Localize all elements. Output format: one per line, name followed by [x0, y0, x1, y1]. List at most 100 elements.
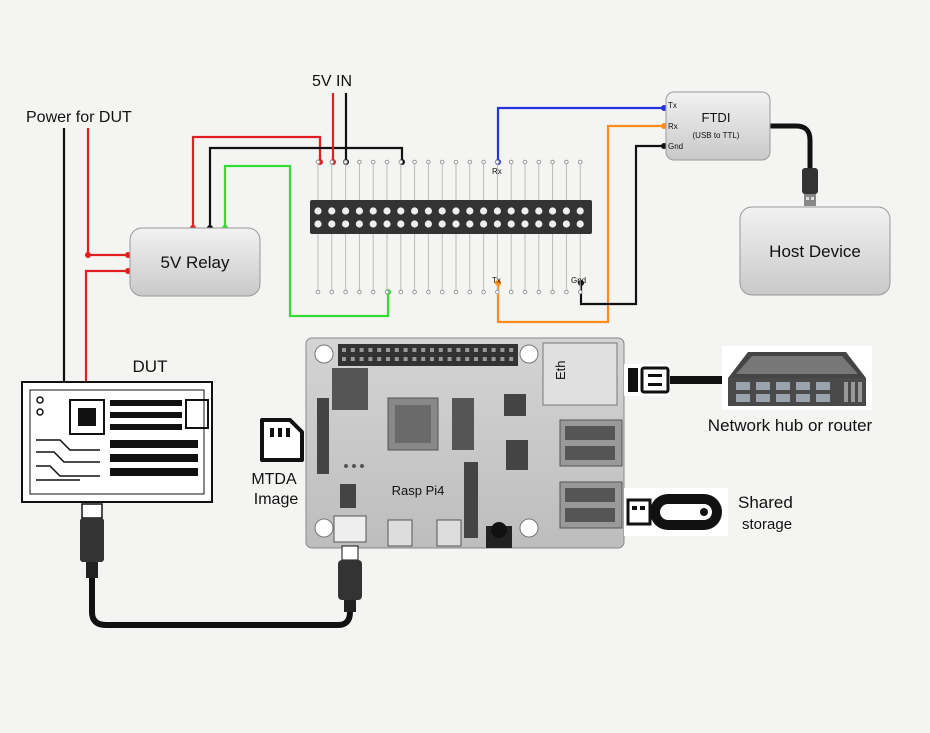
pi-pin — [509, 348, 514, 352]
pi-pin — [394, 348, 399, 352]
pi-pin — [491, 348, 496, 352]
eth-label: Eth — [553, 360, 568, 380]
pi-pin — [421, 357, 426, 361]
gpio-pin — [549, 207, 557, 215]
gpio-pin — [438, 207, 446, 215]
gpio-pin — [424, 220, 432, 228]
relay-box: 5V Relay — [129, 227, 261, 297]
ftdi-rx-label: Rx — [668, 122, 678, 131]
ethernet-plug-icon — [624, 364, 670, 396]
hub-port — [796, 394, 810, 402]
gpio-pin — [411, 220, 419, 228]
pi-pin — [509, 357, 514, 361]
gpio-pin — [438, 220, 446, 228]
gpio-pin — [411, 207, 419, 215]
pi-pin — [482, 348, 487, 352]
gpio-pin — [328, 207, 336, 215]
pi-pin — [342, 348, 346, 352]
gpio-pin — [576, 207, 584, 215]
gpio-pin — [314, 220, 322, 228]
wire-dut-usb-pi — [89, 575, 353, 628]
raspberry-pi-board: Eth Rasp Pi4 — [305, 337, 625, 549]
ftdi-subtitle: (USB to TTL) — [693, 131, 740, 140]
usb-plug-icon — [802, 168, 818, 206]
gpio-pin — [452, 207, 460, 215]
pi-pin — [491, 357, 496, 361]
wire-relay-to-dut-red — [84, 269, 128, 385]
hub-port — [796, 382, 810, 390]
usb-plug-icon — [338, 545, 362, 612]
ftdi-box: FTDI (USB to TTL) Tx Rx Gnd — [665, 91, 771, 161]
pi-pin — [350, 348, 355, 352]
pi-pin — [386, 348, 390, 352]
gpio-pin — [480, 207, 488, 215]
gpio-pin — [397, 220, 405, 228]
usb-plug-icon — [80, 503, 104, 578]
five-v-in-label: 5V IN — [312, 73, 352, 90]
gpio-tx-label: Tx — [492, 276, 501, 285]
gpio-pin — [383, 207, 391, 215]
pi-pin — [350, 357, 355, 361]
wires — [62, 93, 813, 628]
dut-label: DUT — [133, 357, 168, 376]
pi-pin — [386, 357, 390, 361]
mtda-label-line2: Image — [254, 491, 299, 508]
wire-blue-rx — [496, 106, 664, 162]
pi-pin — [482, 357, 487, 361]
network-hub-icon — [722, 346, 872, 410]
pi-pin — [403, 357, 408, 361]
circuit-board-icon — [21, 381, 213, 503]
host-device-label: Host Device — [769, 242, 861, 261]
gpio-pin — [328, 220, 336, 228]
pi-pin — [421, 348, 426, 352]
gpio-pin — [480, 220, 488, 228]
gpio-header: Rx Tx Gnd — [310, 159, 592, 295]
gpio-pin — [535, 207, 543, 215]
gpio-pin — [521, 207, 529, 215]
pi-pin — [359, 348, 364, 352]
gpio-pin — [507, 207, 515, 215]
pi-pin — [456, 357, 461, 361]
hub-port — [816, 394, 830, 402]
pi-pin — [500, 348, 505, 352]
pi-pin — [377, 348, 382, 352]
hub-port — [776, 382, 790, 390]
hub-port — [736, 382, 750, 390]
gpio-gnd-label: Gnd — [571, 276, 586, 285]
ftdi-tx-label: Tx — [668, 101, 677, 110]
hub-port — [756, 394, 770, 402]
wire-ftdi-host-usb — [770, 123, 813, 172]
gpio-pin — [549, 220, 557, 228]
pi-pin — [412, 357, 417, 361]
pi-pin — [474, 357, 478, 361]
pi-pin — [412, 348, 417, 352]
pi-pin — [359, 357, 364, 361]
gpio-pin — [493, 220, 501, 228]
wire-dut-power-red-in — [86, 128, 128, 257]
pi-pin — [430, 357, 434, 361]
pi-pin — [447, 357, 452, 361]
gpio-pin — [576, 220, 584, 228]
gpio-pin — [342, 207, 350, 215]
pi-pin — [368, 348, 373, 352]
pi-pin — [377, 357, 382, 361]
gpio-pin — [452, 220, 460, 228]
pi-pin — [456, 348, 461, 352]
pi-pin — [394, 357, 399, 361]
network-hub-label: Network hub or router — [708, 416, 873, 435]
pi-pin — [500, 357, 505, 361]
wire-green-relay-header — [223, 164, 390, 318]
wire-red-relay-header — [191, 135, 322, 228]
pi-pin — [474, 348, 478, 352]
pi-pin — [465, 348, 470, 352]
gpio-pin — [369, 220, 377, 228]
wire-orange-tx — [496, 124, 664, 324]
gpio-rx-label: Rx — [492, 167, 502, 176]
shared-storage-line1: Shared — [738, 493, 793, 512]
gpio-pin — [507, 220, 515, 228]
gpio-pin — [562, 207, 571, 215]
gpio-pin — [369, 207, 377, 215]
gpio-pin — [535, 220, 543, 228]
relay-label: 5V Relay — [161, 253, 230, 272]
gpio-pin — [397, 207, 405, 215]
